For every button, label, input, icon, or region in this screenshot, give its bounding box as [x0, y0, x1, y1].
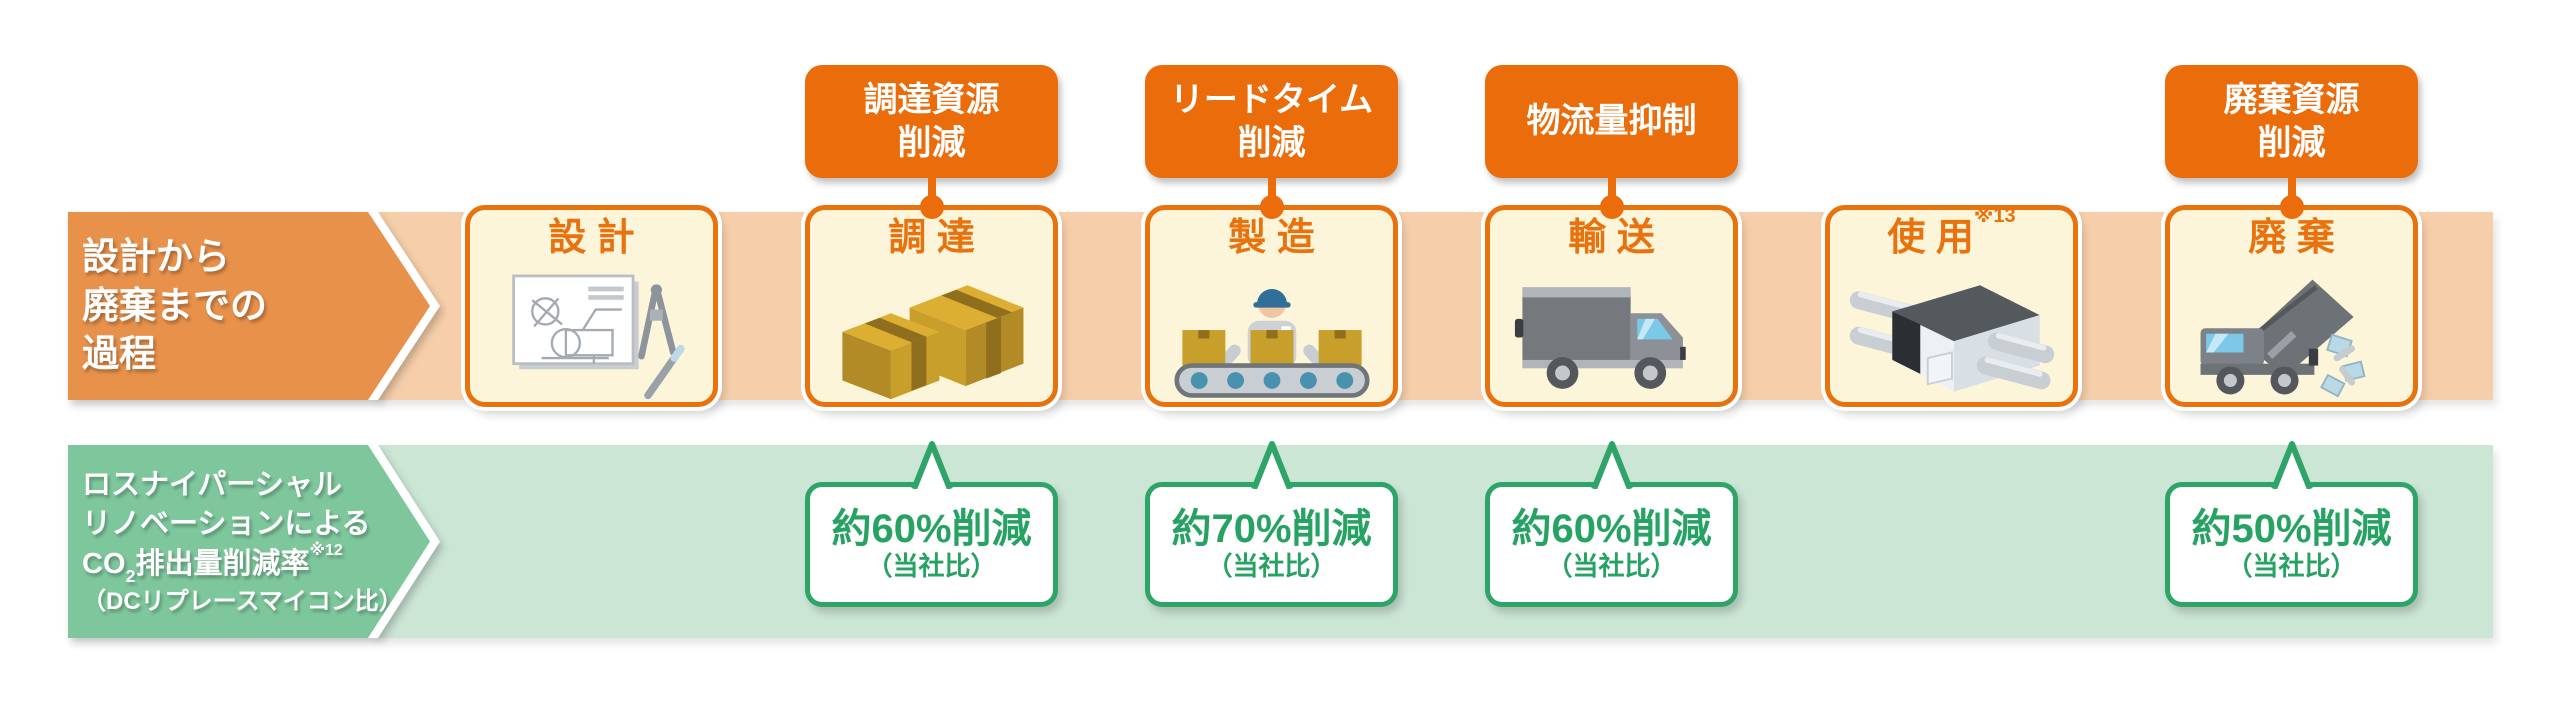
badge-connector-stem [2287, 178, 2296, 208]
process-label-chevron: 設計から 廃棄までの 過程 [68, 212, 440, 400]
badge-line: 物流量抑制 [1526, 102, 1697, 141]
reduction-value: 約50%削減 [2191, 507, 2392, 552]
badge-line: リードタイム [1169, 80, 1374, 119]
reduction-label-chevron: ロスナイパーシャル リノベーションによる CO2排出量削減率※12 （DCリプレ… [68, 445, 440, 638]
cardboard-boxes-icon [841, 285, 1023, 400]
badge-line: 削減 [2257, 123, 2326, 162]
badge-waste-resource-reduction: 廃棄資源 削減 [2165, 65, 2418, 178]
conveyor-worker-icon [1173, 288, 1370, 398]
co2-subscript: 2 [125, 565, 136, 586]
stage-title: 使 用※13 [1887, 205, 2015, 260]
callout-tail [1250, 441, 1293, 489]
reduction-label: ロスナイパーシャル リノベーションによる CO2排出量削減率※12 （DCリプレ… [68, 445, 430, 638]
stage-box-design: 設 計 [465, 205, 718, 407]
reduction-basis: （当社比） [1206, 551, 1337, 582]
process-band [375, 212, 2493, 400]
badge-connector-dot [919, 195, 944, 219]
blueprint-compass-pencil-icon [511, 274, 684, 400]
stage-icon-area [1490, 260, 1733, 402]
badge-connector-stem [1607, 178, 1616, 208]
badge-connector-stem [927, 178, 936, 208]
stage-box-transport: 輸 送 [1485, 205, 1738, 407]
badge-connector-dot [1259, 195, 1284, 219]
stage-title-text: 使 用 [1887, 217, 1974, 259]
stage-icon-area [1830, 260, 2073, 402]
stage-icon-area [2170, 260, 2413, 402]
reduction-label-co2-line: CO2排出量削減率※12 [82, 541, 430, 586]
stage-procurement: 調達資源 削減 調 達 [805, 65, 1058, 638]
stage-title-text: 輸 送 [1568, 217, 1655, 259]
reduction-value: 約70%削減 [1171, 507, 1372, 552]
reduction-label-basis-line: （DCリプレースマイコン比） [82, 587, 403, 615]
stage-icon-area [470, 260, 713, 402]
badge-connector-dot [2279, 195, 2304, 219]
badge-lead-time-reduction: リードタイム 削減 [1145, 65, 1398, 178]
badge-connector-dot [1599, 195, 1624, 219]
badge-line: 廃棄資源 [2223, 80, 2360, 119]
badge-logistics-volume-control: 物流量抑制 [1485, 65, 1738, 178]
co2-main: 排出量削減率 [135, 547, 310, 580]
stage-title-sup: ※13 [1973, 205, 2016, 228]
stage-title-text: 調 達 [888, 217, 975, 259]
reduction-basis: （当社比） [1546, 551, 1677, 582]
reduction-label-line: ロスナイパーシャル [82, 468, 342, 501]
stage-manufacturing: リードタイム 削減 製 造 [1145, 65, 1398, 638]
reduction-band [375, 445, 2493, 638]
callout-disposal-reduction: 約50%削減 （当社比） [2165, 482, 2418, 607]
callout-tail [1590, 441, 1633, 489]
badge-line: 削減 [1237, 123, 1306, 162]
stage-title: 製 造 [1228, 217, 1315, 260]
callout-transport-reduction: 約60%削減 （当社比） [1485, 482, 1738, 607]
dump-truck-debris-icon [2200, 279, 2366, 398]
badge-procurement-resource-reduction: 調達資源 削減 [805, 65, 1058, 178]
co2-footnote-mark: ※12 [309, 541, 343, 559]
reduction-label-line: リノベーションによる [82, 508, 371, 541]
stage-design: 設 計 [465, 65, 718, 638]
stage-box-manufacturing: 製 造 [1145, 205, 1398, 407]
stage-box-use: 使 用※13 [1825, 205, 2078, 407]
delivery-truck-icon [1514, 287, 1686, 389]
stage-title: 廃 棄 [2248, 217, 2335, 260]
stage-icon-area [1150, 260, 1393, 402]
stage-title-text: 廃 棄 [2248, 217, 2335, 259]
stage-transport: 物流量抑制 輸 送 [1485, 65, 1738, 638]
ventilation-unit-ducts-icon [1849, 285, 2054, 392]
co2-pre: CO [82, 547, 126, 580]
stage-title: 輸 送 [1568, 217, 1655, 260]
stage-disposal: 廃棄資源 削減 廃 棄 [2165, 65, 2418, 638]
reduction-basis: （当社比） [2226, 551, 2357, 582]
stage-title-text: 製 造 [1228, 217, 1315, 259]
stage-title: 設 計 [548, 217, 635, 260]
stage-title: 調 達 [888, 217, 975, 260]
stage-use: 使 用※13 [1825, 65, 2078, 638]
stage-box-procurement: 調 達 [805, 205, 1058, 407]
reduction-value: 約60%削減 [831, 507, 1032, 552]
callout-procurement-reduction: 約60%削減 （当社比） [805, 482, 1058, 607]
callout-manufacturing-reduction: 約70%削減 （当社比） [1145, 482, 1398, 607]
badge-connector-stem [1267, 178, 1276, 208]
callout-tail [2270, 441, 2313, 489]
reduction-basis: （当社比） [866, 551, 997, 582]
process-label: 設計から 廃棄までの 過程 [68, 212, 430, 400]
badge-line: 削減 [897, 123, 966, 162]
process-label-line: 廃棄までの [82, 284, 267, 326]
process-label-line: 設計から [82, 235, 230, 277]
process-label-line: 過程 [82, 333, 156, 375]
stage-box-disposal: 廃 棄 [2165, 205, 2418, 407]
callout-tail [910, 441, 953, 489]
badge-line: 調達資源 [863, 80, 1000, 119]
stage-icon-area [810, 260, 1053, 402]
stage-title-text: 設 計 [548, 217, 635, 259]
reduction-value: 約60%削減 [1511, 507, 1712, 552]
